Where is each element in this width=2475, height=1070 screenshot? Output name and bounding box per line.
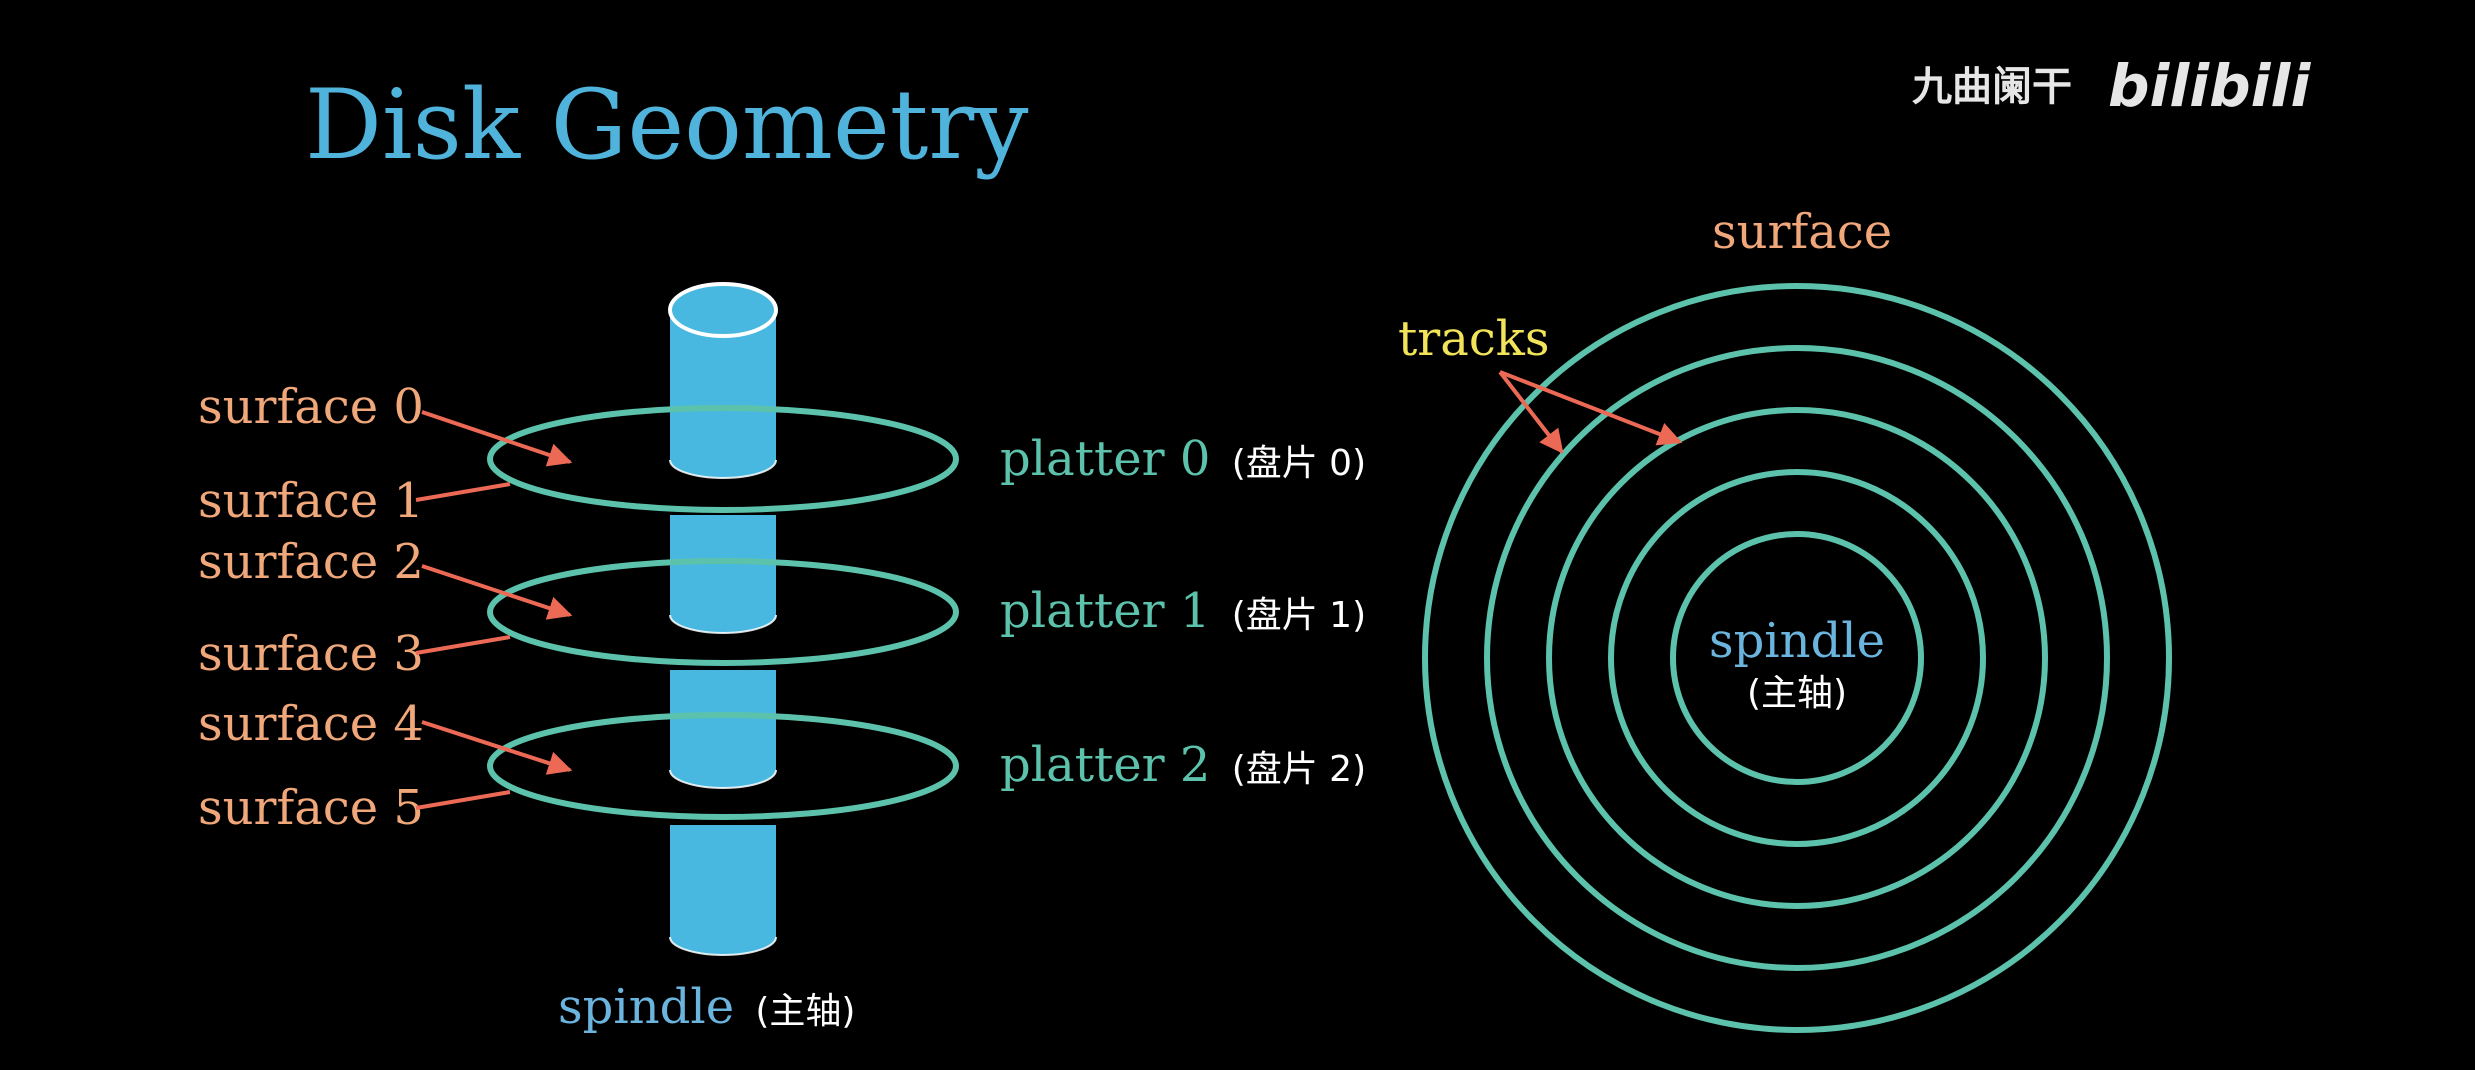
spindle-left-cn: (主轴) (755, 991, 855, 1032)
spindle-body (668, 282, 778, 956)
track-5 (1670, 531, 1924, 785)
surface-2-arrow (421, 564, 573, 620)
platter-2-name: platter 2 (1000, 737, 1210, 793)
surface-label-5: surface 5 (198, 780, 424, 836)
track-3 (1546, 407, 2048, 909)
surface-label-0: surface 0 (198, 379, 424, 435)
platter-label-2: platter 2 (盘片 2) (1000, 737, 1366, 793)
surface-0-arrow (421, 410, 573, 467)
page-title: Disk Geometry (305, 69, 1028, 181)
platter-0 (487, 405, 959, 513)
spindle-right-cn: (主轴) (1747, 673, 1847, 714)
platter-0-name: platter 0 (1000, 431, 1210, 487)
spindle-label-right: spindle (1709, 613, 1885, 669)
surface-label-4: surface 4 (198, 696, 424, 752)
surface-3-pointer (415, 635, 511, 655)
spindle-label-left: spindle (主轴) (558, 979, 855, 1035)
surface-label-3: surface 3 (198, 626, 424, 682)
platter-label-1: platter 1 (盘片 1) (1000, 583, 1366, 639)
disk-stack: surface 0 surface 1 surface 2 surface 3 … (198, 282, 1366, 1035)
surface-top-view: surface tracks spindle (主轴) (1398, 204, 2172, 1033)
platter-2-cn: (盘片 2) (1232, 749, 1366, 790)
platter-label-0: platter 0 (盘片 0) (1000, 431, 1366, 487)
track-1 (1422, 283, 2172, 1033)
platter-1-cn: (盘片 1) (1232, 595, 1366, 636)
bilibili-logo: bilibili (2108, 52, 2311, 120)
platter-1 (487, 558, 959, 666)
channel-name: 九曲阑干 (1912, 64, 2072, 110)
surface-1-pointer (415, 482, 511, 502)
platter-2 (487, 712, 959, 820)
spindle-left-name: spindle (558, 979, 734, 1035)
surface-label-right: surface (1712, 204, 1892, 260)
surface-label-1: surface 1 (198, 473, 424, 529)
tracks-arrow-outer (1498, 370, 1564, 454)
tracks-arrow-inner (1499, 370, 1683, 446)
surface-label-2: surface 2 (198, 534, 424, 590)
watermark: 九曲阑干 bilibili (1912, 52, 2311, 120)
surface-4-arrow (421, 720, 573, 775)
track-2 (1484, 345, 2110, 971)
surface-5-pointer (415, 790, 511, 810)
tracks-label: tracks (1398, 311, 1549, 367)
platter-1-name: platter 1 (1000, 583, 1210, 639)
track-4 (1608, 469, 1986, 847)
platter-0-cn: (盘片 0) (1232, 443, 1366, 484)
